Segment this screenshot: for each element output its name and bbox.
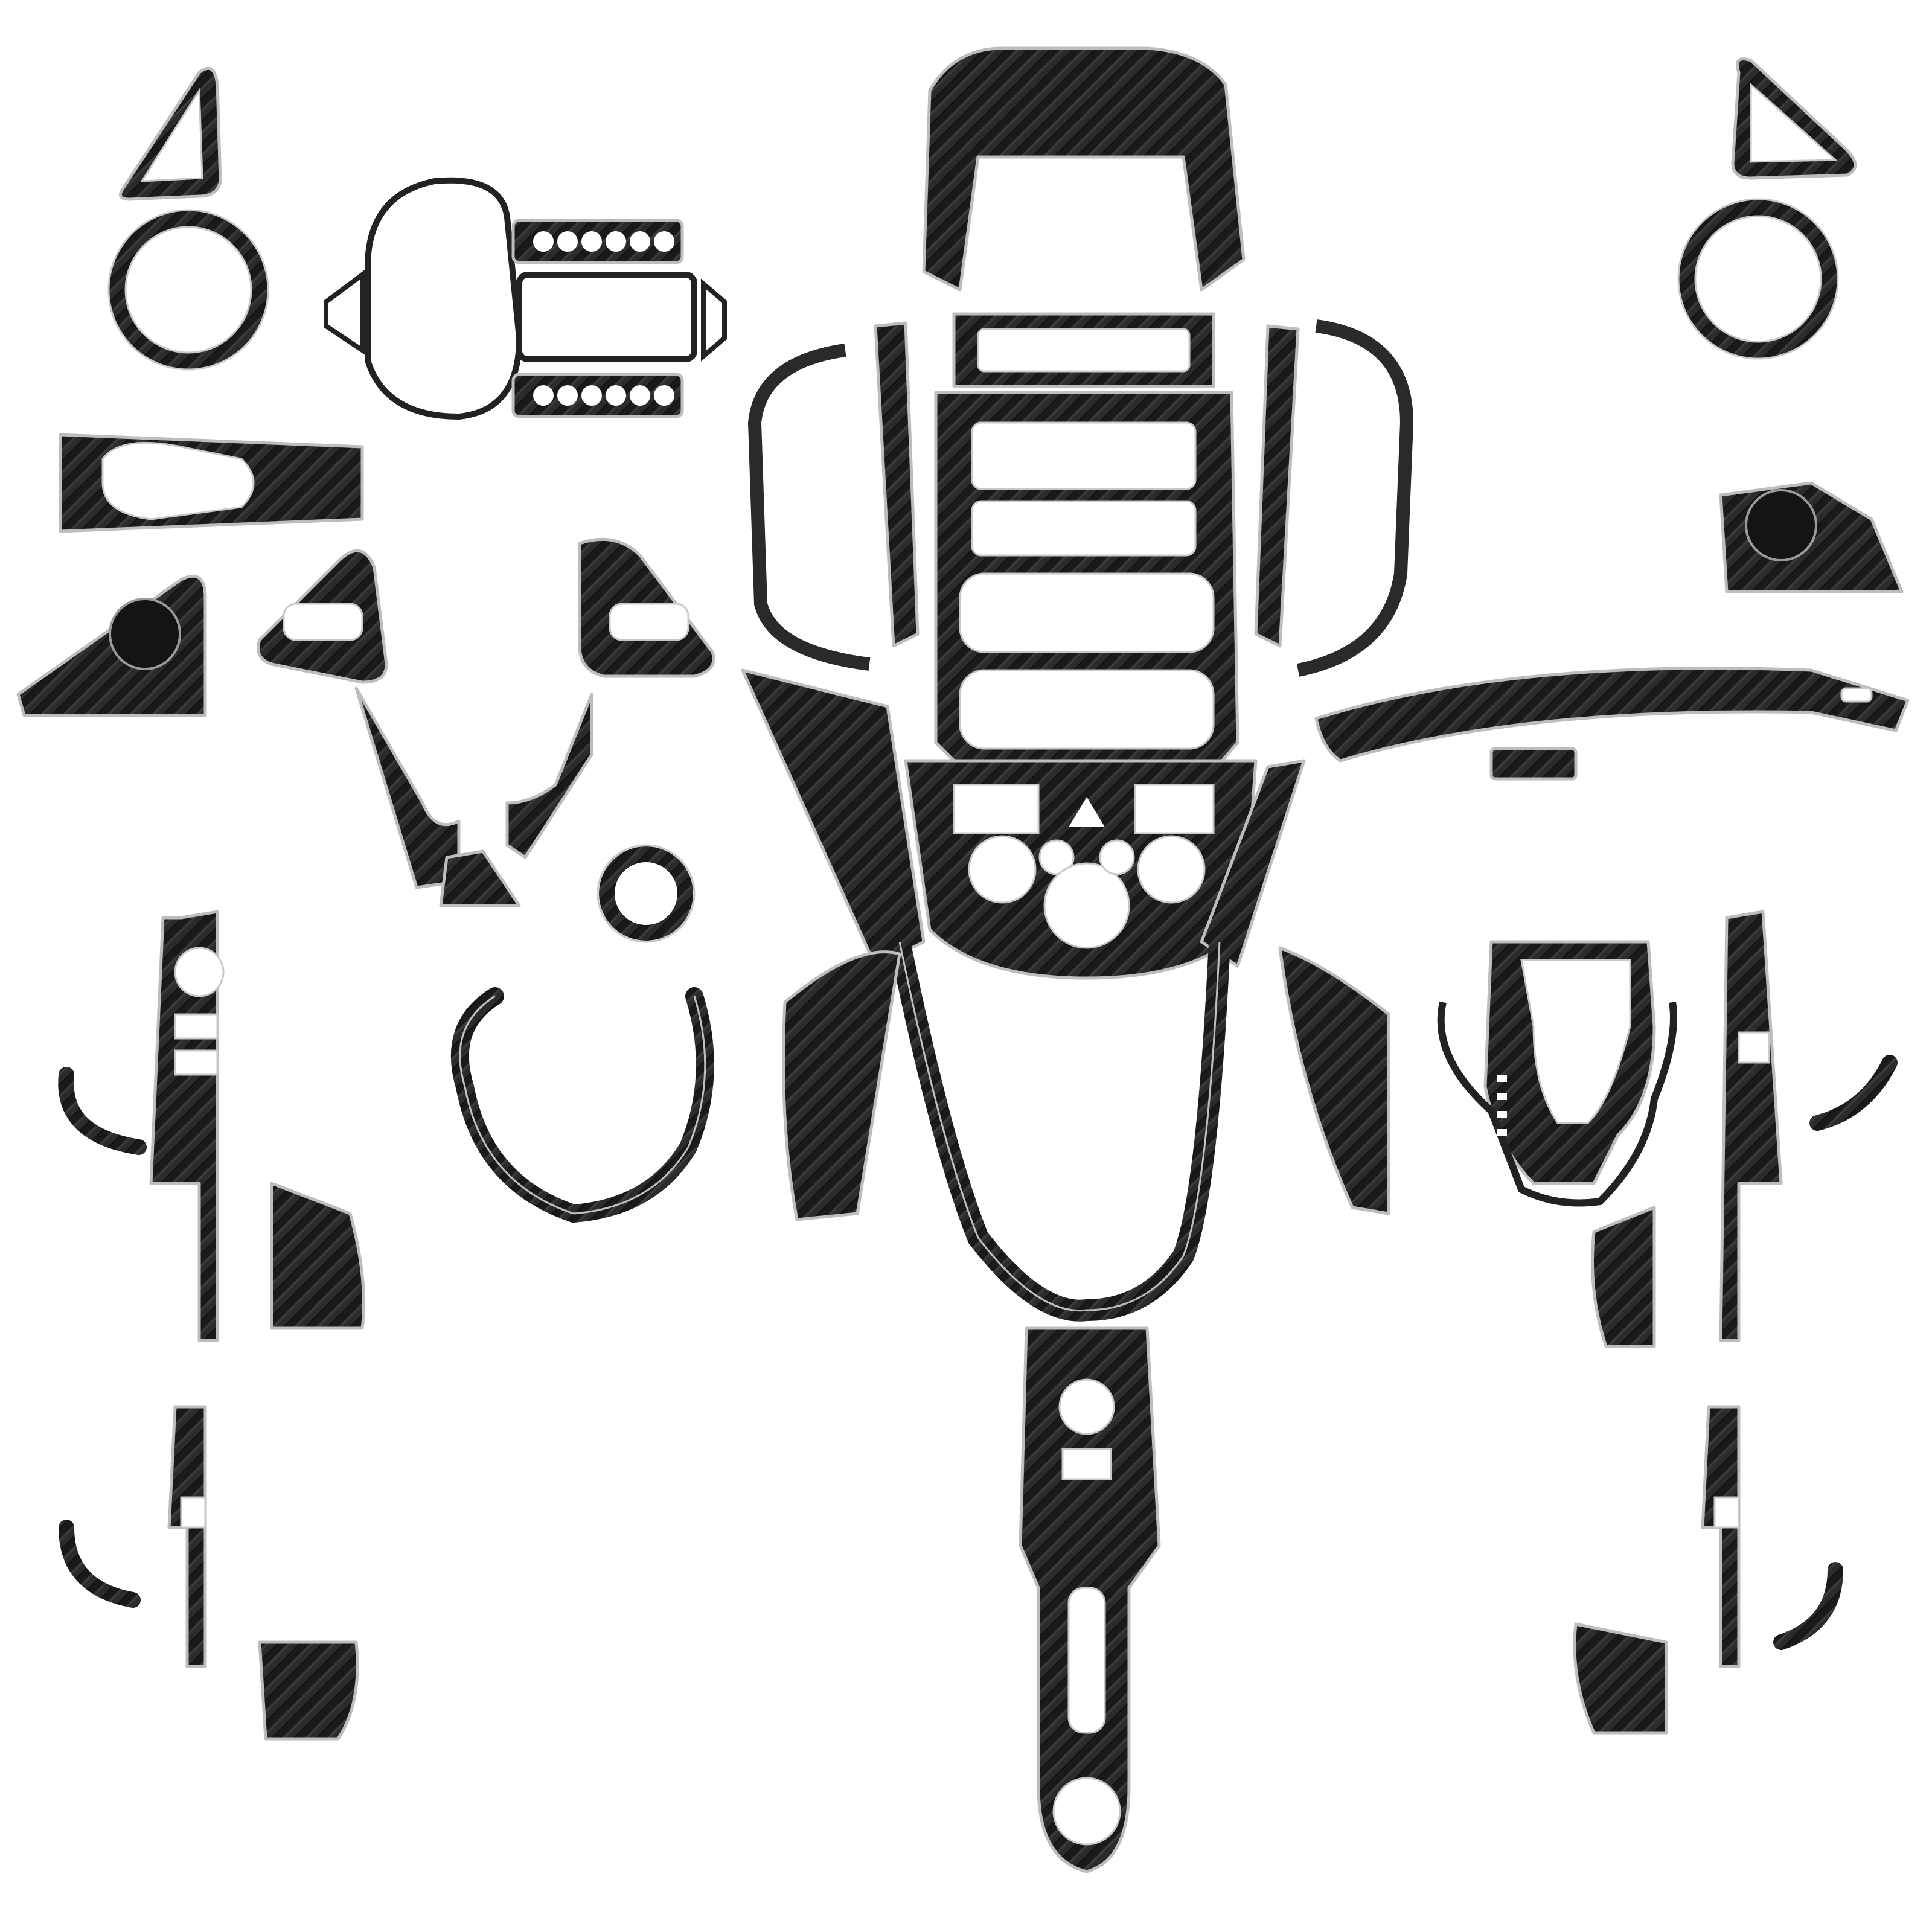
- small-dash-plate: [1489, 747, 1578, 781]
- window-switch-panel-front-left: [149, 910, 225, 1342]
- steering-lower-u-trim: [450, 987, 714, 1223]
- climate-control-panel: [904, 759, 1258, 980]
- corner-speaker-cover-left: [16, 574, 207, 717]
- vent-ring-right: [1677, 198, 1839, 360]
- tweeter-frame-left: [118, 66, 222, 201]
- steering-spoke-lower: [354, 686, 593, 907]
- small-ring-trim: [597, 844, 696, 943]
- side-arch-left: [747, 344, 871, 671]
- side-arch-right: [1296, 319, 1414, 677]
- console-sweep-right: [1200, 759, 1306, 968]
- steering-trim-right: [578, 537, 715, 678]
- knee-panel-right: [1278, 946, 1390, 1215]
- door-pocket-covers: [258, 1182, 1668, 1741]
- passenger-dash-strip: [1314, 667, 1910, 763]
- center-console-bezel: [934, 391, 1239, 787]
- steering-trim-left: [257, 549, 388, 684]
- window-switch-panel-front-right: [1719, 910, 1783, 1342]
- instrument-cluster-frame: [324, 177, 727, 420]
- gear-shifter-surround: [1437, 940, 1677, 1207]
- center-stack-side-right: [1254, 324, 1300, 648]
- tweeter-frame-right: [1731, 57, 1857, 180]
- vent-ring-left: [107, 209, 269, 371]
- console-sweep-left: [741, 668, 926, 968]
- dash-strip-left: [59, 433, 364, 533]
- corner-speaker-cover-right: [1719, 481, 1904, 593]
- center-stack-side-left: [874, 321, 920, 648]
- window-switch-panel-rear-left: [167, 1405, 207, 1668]
- door-handle-trims: [58, 1055, 1898, 1650]
- window-switch-panel-rear-right: [1701, 1405, 1741, 1668]
- center-stack-surround: [922, 46, 1246, 388]
- lower-console-surround: [889, 939, 1230, 1322]
- knee-panel-left: [782, 950, 901, 1221]
- rear-console-panel: [1019, 1326, 1161, 1873]
